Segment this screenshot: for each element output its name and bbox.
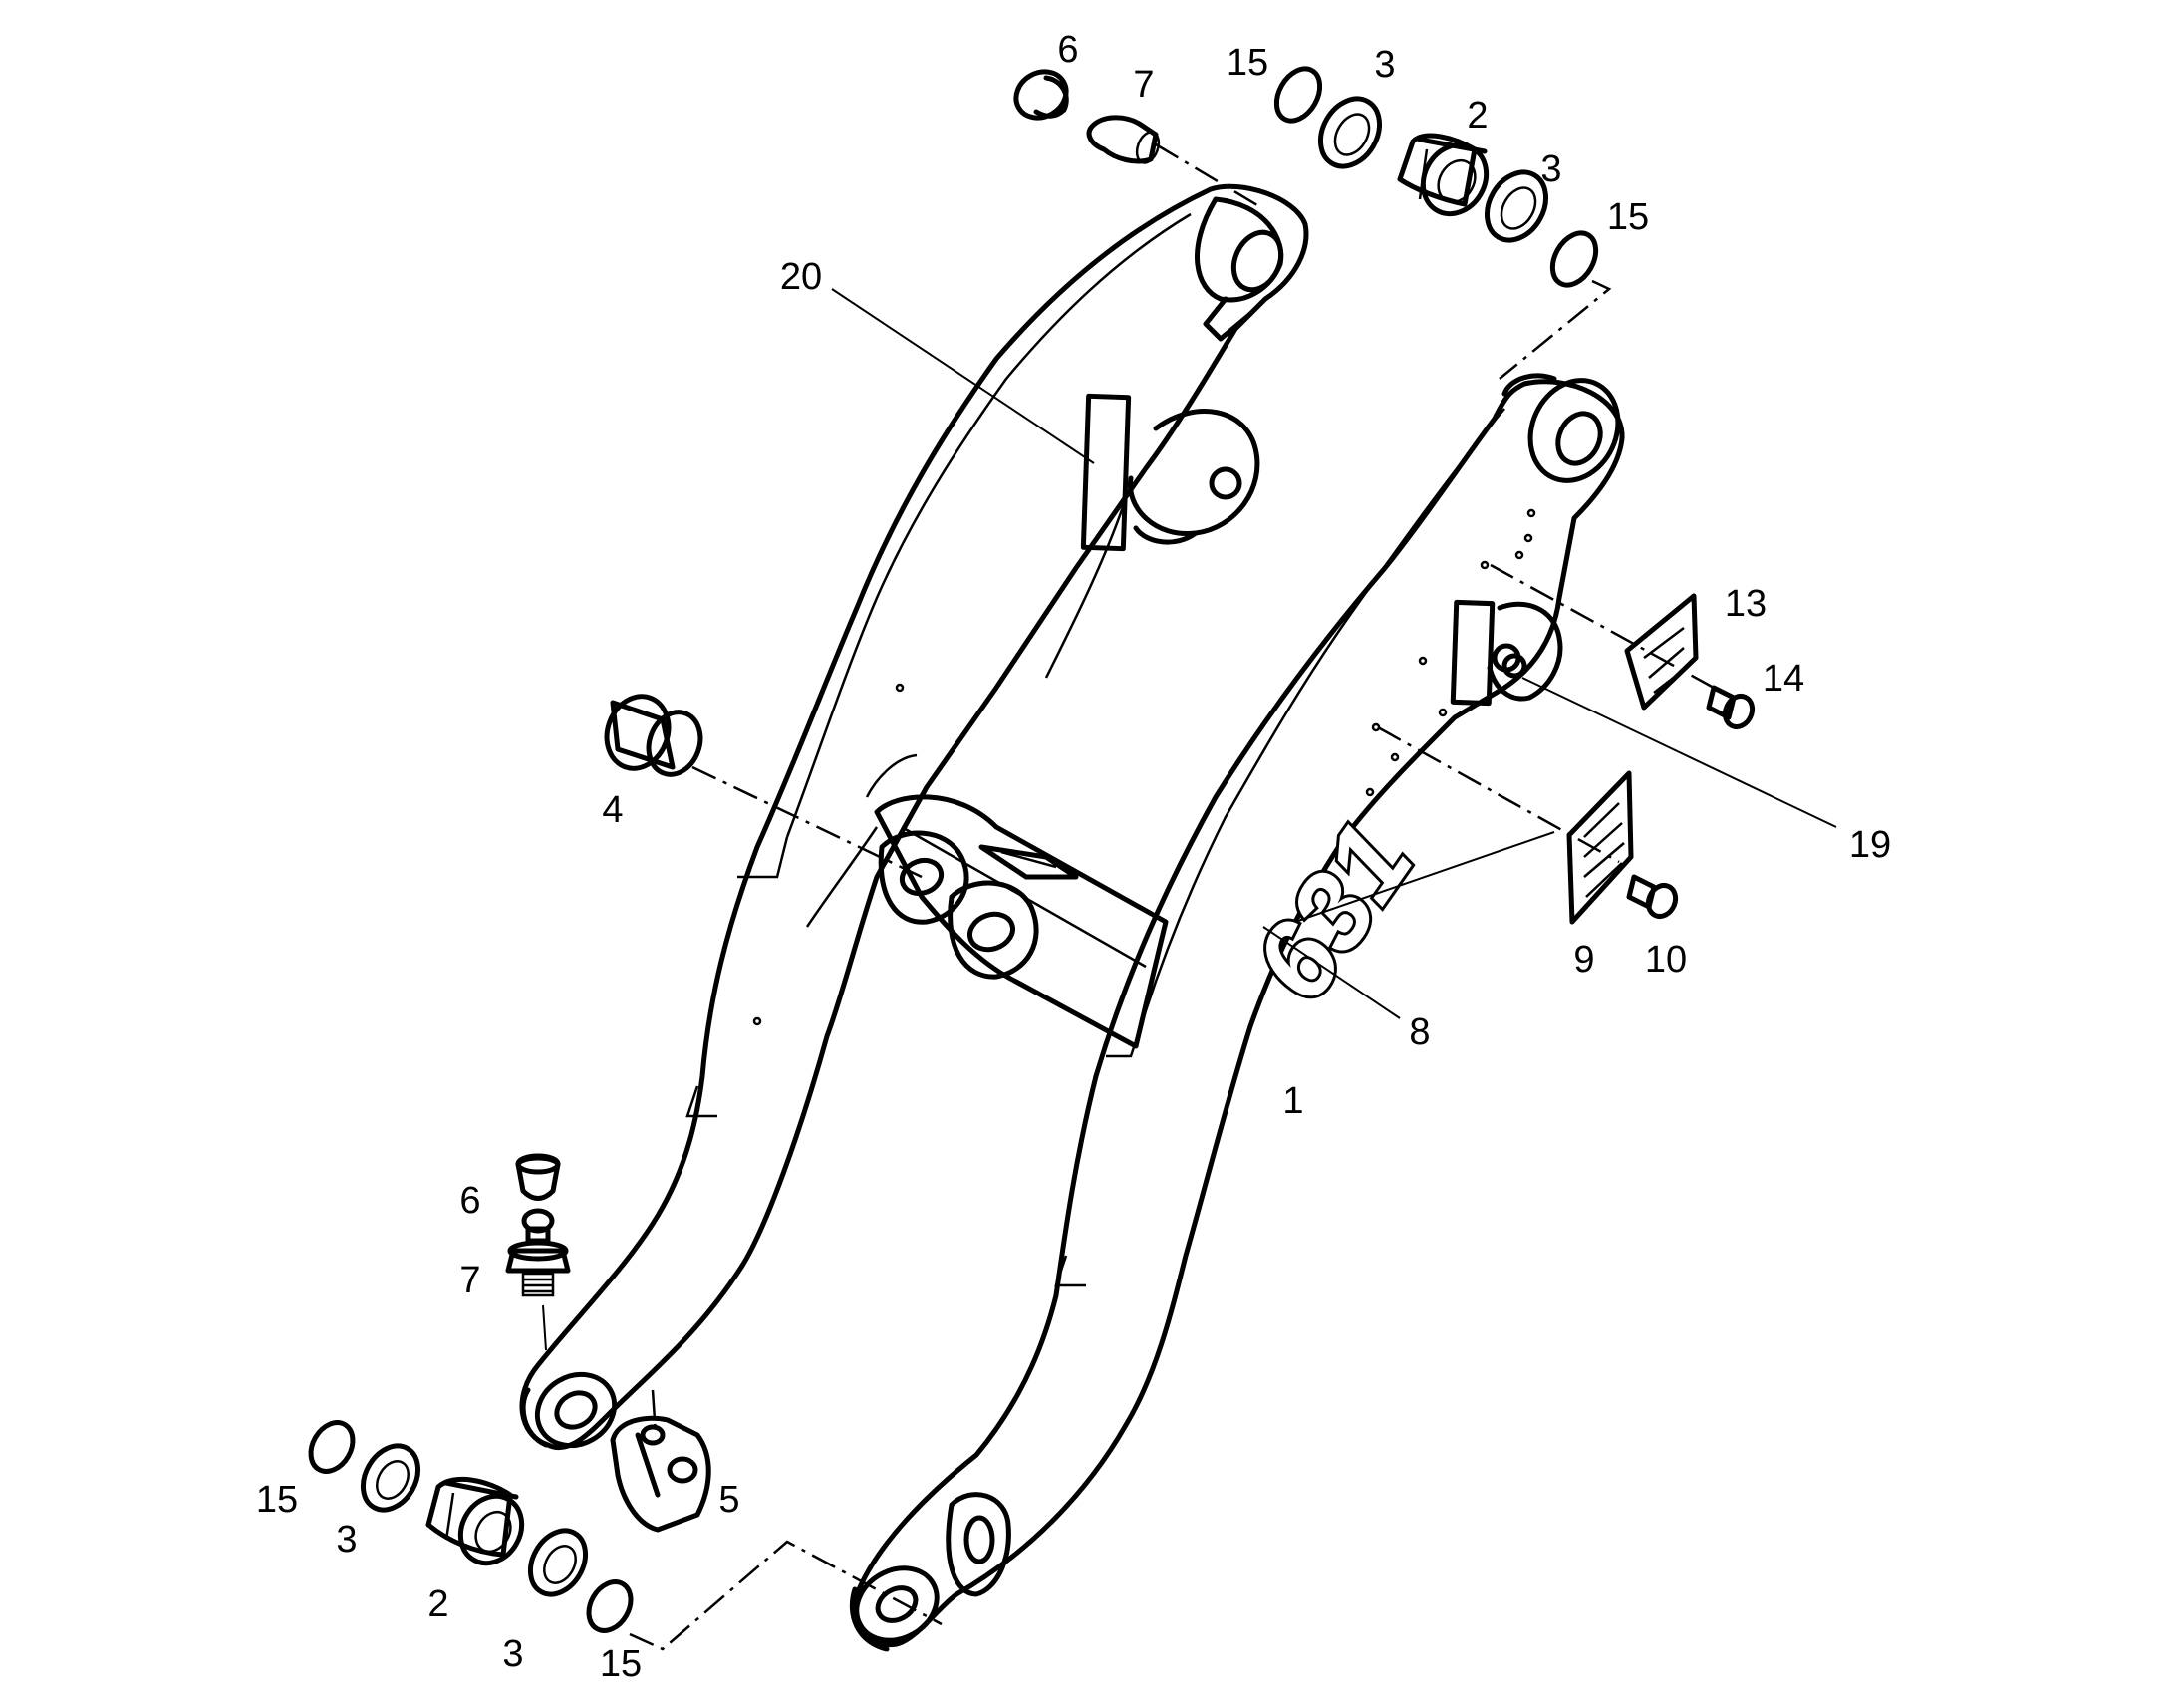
axis-line-plate-9 bbox=[1377, 725, 1620, 864]
callout-6-bottom: 6 bbox=[459, 1180, 480, 1222]
callout-3-top-right: 3 bbox=[1540, 148, 1561, 190]
callout-19: 19 bbox=[1849, 824, 1891, 866]
callout-15-top-right: 15 bbox=[1607, 196, 1649, 238]
axis-line-plate-13 bbox=[1490, 563, 1715, 690]
o-ring-bottom-right bbox=[586, 1579, 634, 1633]
bushing-part-4 bbox=[604, 694, 703, 777]
callout-3-top-left: 3 bbox=[1374, 44, 1395, 86]
axis-line-top-left bbox=[1155, 142, 1258, 207]
callout-10: 10 bbox=[1645, 939, 1687, 981]
cross-tube bbox=[874, 794, 1169, 1049]
axis-line-bottom bbox=[629, 1540, 943, 1651]
callout-9: 9 bbox=[1573, 939, 1594, 981]
callout-3-bottom-left: 3 bbox=[336, 1519, 357, 1561]
callout-15-bottom-left: 15 bbox=[256, 1479, 298, 1521]
callout-5: 5 bbox=[718, 1479, 739, 1521]
axis-line-part-4 bbox=[691, 765, 923, 879]
callout-4: 4 bbox=[602, 789, 623, 831]
callout-2-bottom: 2 bbox=[427, 1583, 448, 1625]
seal-ring-bottom-right bbox=[527, 1528, 589, 1597]
right-boom-arm bbox=[849, 373, 1625, 1652]
callout-8: 8 bbox=[1409, 1011, 1430, 1053]
callout-14: 14 bbox=[1763, 658, 1804, 700]
screw-part-10 bbox=[1626, 874, 1679, 920]
grease-nipple-top bbox=[1086, 115, 1161, 164]
callout-1: 1 bbox=[1282, 1080, 1303, 1122]
o-ring-top-right bbox=[1549, 230, 1599, 288]
plate-part-9 bbox=[1566, 770, 1634, 925]
screw-part-14 bbox=[1706, 685, 1756, 730]
model-marking-text: 631 bbox=[1230, 802, 1436, 1022]
axis-line-nipple-bottom bbox=[542, 1304, 547, 1351]
o-ring-bottom-left bbox=[308, 1420, 356, 1474]
callout-6-top: 6 bbox=[1057, 29, 1078, 71]
axis-line-top-right bbox=[1499, 279, 1612, 380]
axis-line-bracket-5 bbox=[651, 1389, 658, 1436]
callout-3-bottom-right: 3 bbox=[502, 1633, 523, 1675]
callout-15-bottom-right: 15 bbox=[600, 1643, 642, 1685]
plate-part-13 bbox=[1624, 593, 1699, 711]
callout-7-bottom: 7 bbox=[459, 1260, 480, 1301]
grease-cap-top bbox=[1013, 69, 1069, 121]
seal-ring-top-right bbox=[1484, 169, 1549, 243]
left-boom-arm bbox=[519, 183, 1309, 1451]
bushing-bottom bbox=[425, 1476, 525, 1566]
callout-7-top: 7 bbox=[1133, 64, 1154, 106]
leader-lines bbox=[831, 288, 1837, 1019]
callout-2-top: 2 bbox=[1467, 95, 1488, 137]
model-marking-decal: 631 bbox=[1228, 799, 1439, 1025]
clevis-bracket-part-5 bbox=[610, 1415, 711, 1533]
callout-20: 20 bbox=[780, 256, 822, 298]
grease-nipple-bottom bbox=[505, 1208, 571, 1297]
callout-13: 13 bbox=[1725, 583, 1767, 625]
callout-15-top-left: 15 bbox=[1227, 42, 1268, 84]
seal-ring-bottom-left bbox=[360, 1443, 421, 1513]
o-ring-top-left bbox=[1273, 66, 1323, 124]
callout-labels: 6 7 15 3 2 3 15 20 13 14 19 4 9 10 8 1 6… bbox=[256, 29, 1891, 1685]
bushing-top bbox=[1397, 133, 1490, 217]
grease-cap-bottom bbox=[515, 1153, 561, 1201]
seal-ring-top-left bbox=[1317, 96, 1383, 169]
